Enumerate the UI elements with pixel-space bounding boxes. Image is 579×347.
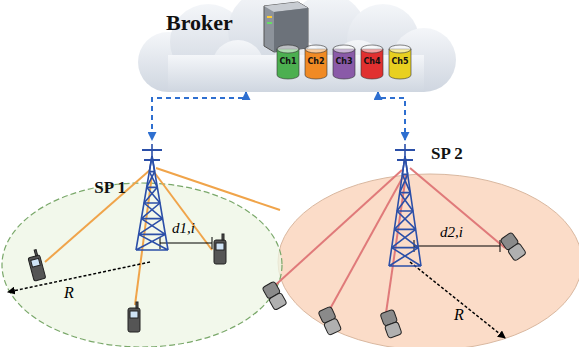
server-icon: [264, 2, 308, 52]
base-station: SP 2: [383, 142, 427, 268]
base-station: SP 1: [130, 142, 174, 252]
channel-label: Ch2: [304, 57, 328, 66]
channel-label: Ch3: [332, 57, 356, 66]
sp-label: SP 1: [94, 178, 126, 198]
distance-label: d2,i: [440, 224, 463, 241]
distance-line: [414, 245, 500, 246]
cell-area: [2, 183, 282, 347]
tower-icon: [130, 142, 174, 252]
broker-label: Broker: [166, 10, 233, 36]
channel-label: Ch4: [360, 57, 384, 66]
channel-node: Ch1: [276, 44, 300, 80]
channel-node: Ch2: [304, 44, 328, 80]
radius-arrow: [8, 262, 150, 292]
control-link: [152, 92, 246, 140]
radius-label: R: [454, 306, 464, 324]
channel-node: Ch3: [332, 44, 356, 80]
cell-area: [278, 174, 579, 347]
channel-label: Ch1: [276, 57, 300, 66]
sp-label: SP 2: [431, 144, 463, 164]
radius-label: R: [64, 284, 74, 302]
distance-line: [160, 242, 212, 243]
channel-node: Ch5: [388, 44, 412, 80]
radio-links: [45, 168, 280, 305]
channel-node: Ch4: [360, 44, 384, 80]
broker-cloud: BrokerCh1 Ch2 Ch3 Ch4 Ch5: [128, 0, 464, 92]
distance-line: [414, 240, 500, 252]
radius-arrow: [410, 262, 505, 338]
radio-links: [270, 168, 505, 320]
control-link: [378, 92, 405, 140]
mobile-phone: [26, 234, 226, 332]
distance-label: d1,i: [172, 220, 195, 237]
channel-label: Ch5: [388, 57, 412, 66]
tower-icon: [383, 142, 427, 268]
